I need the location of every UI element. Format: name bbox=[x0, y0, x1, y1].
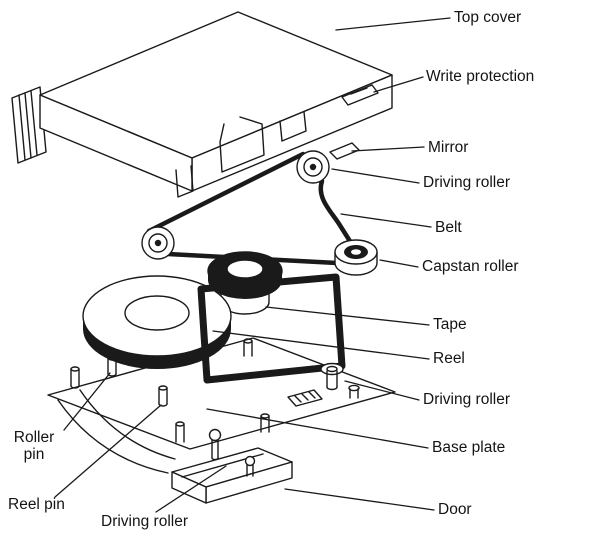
driving-roller-left-drawing bbox=[141, 226, 175, 260]
door-drawing bbox=[171, 447, 293, 504]
leader-driving-roller-1 bbox=[331, 168, 420, 184]
label-belt: Belt bbox=[435, 219, 462, 236]
label-top-cover: Top cover bbox=[454, 9, 522, 26]
diagram-art bbox=[11, 11, 451, 513]
roller-pin-2-drawing bbox=[107, 355, 117, 377]
capstan-roller-drawing bbox=[334, 239, 378, 276]
leader-lines bbox=[54, 17, 451, 513]
driving-roller-base-drawing bbox=[320, 362, 344, 391]
leader-capstan-roller bbox=[379, 259, 419, 268]
reel-pin-drawing bbox=[158, 385, 168, 407]
label-door: Door bbox=[438, 501, 472, 518]
leader-roller-pin bbox=[63, 372, 111, 431]
pin-bottom-2-drawing bbox=[260, 413, 270, 433]
cover-notch bbox=[219, 116, 265, 173]
belt-assembly-drawing bbox=[141, 150, 378, 276]
label-reel: Reel bbox=[433, 350, 465, 367]
cover-hook-tab bbox=[175, 165, 194, 198]
door-screw-2-drawing bbox=[244, 455, 256, 477]
leader-driving-roller-3 bbox=[155, 465, 227, 513]
leader-reel-pin bbox=[54, 404, 162, 498]
leader-driving-roller-2 bbox=[344, 380, 420, 401]
screw-right-drawing bbox=[348, 384, 360, 399]
label-base-plate: Base plate bbox=[432, 439, 506, 456]
leader-door bbox=[284, 488, 435, 511]
door-swing-arc bbox=[57, 399, 169, 474]
label-driving-roller-1: Driving roller bbox=[423, 174, 510, 191]
label-write-protection: Write protection bbox=[426, 68, 535, 85]
leader-top-cover bbox=[335, 17, 451, 31]
pins-and-screws bbox=[70, 338, 360, 477]
write-protection-tab bbox=[341, 84, 379, 106]
pin-top-drawing bbox=[243, 338, 253, 357]
door-screw-drawing bbox=[208, 428, 222, 461]
top-cover-drawing bbox=[11, 11, 393, 198]
label-driving-roller-2: Driving roller bbox=[423, 391, 510, 408]
pin-bottom-drawing bbox=[175, 421, 185, 443]
leader-mirror bbox=[351, 146, 425, 152]
driving-roller-top-drawing bbox=[296, 150, 330, 184]
leader-base-plate bbox=[206, 408, 429, 449]
leader-reel bbox=[212, 330, 430, 360]
reel-assembly-drawing bbox=[82, 251, 346, 384]
leader-tape bbox=[265, 306, 430, 326]
door-swing-arc-2 bbox=[79, 389, 176, 460]
label-roller-pin: Roller pin bbox=[13, 429, 55, 464]
base-pad-drawing bbox=[287, 389, 323, 407]
label-driving-roller-3: Driving roller bbox=[101, 513, 188, 530]
label-reel-pin: Reel pin bbox=[8, 496, 65, 513]
label-mirror: Mirror bbox=[428, 139, 469, 156]
label-capstan-roller: Capstan roller bbox=[422, 258, 519, 275]
leader-write-protection bbox=[373, 76, 424, 93]
label-tape: Tape bbox=[433, 316, 467, 333]
leader-belt bbox=[340, 213, 432, 228]
roller-pin-drawing bbox=[70, 366, 80, 389]
cover-notch-small bbox=[279, 111, 307, 142]
